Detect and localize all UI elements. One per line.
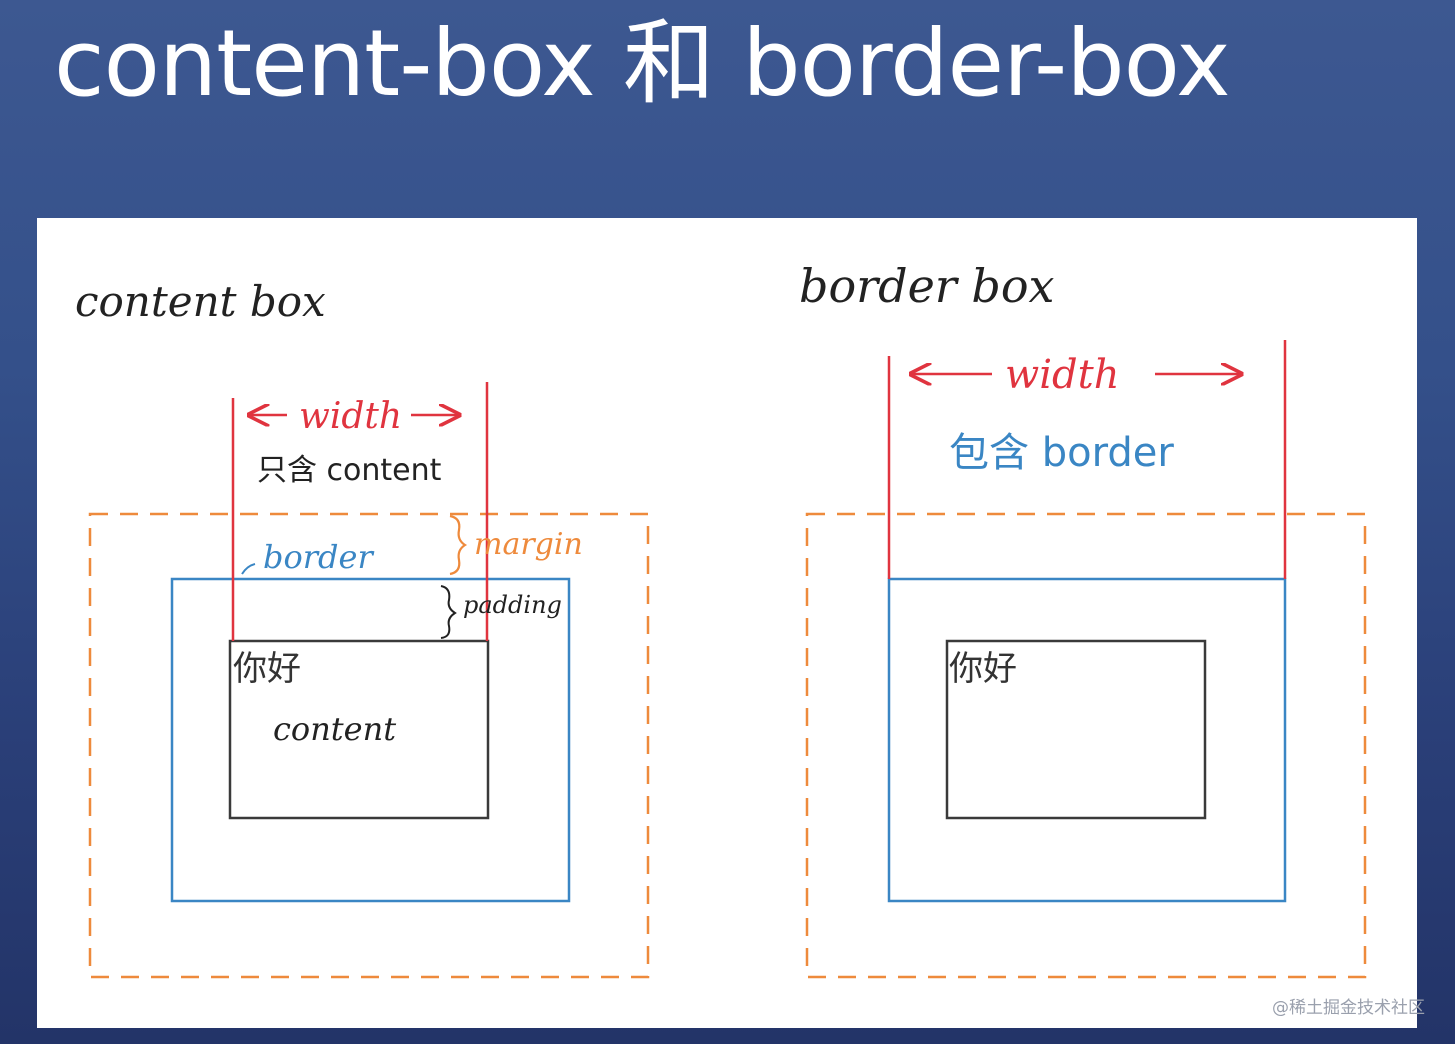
border-box-border-area — [887, 577, 1287, 903]
border-box-margin-area — [805, 512, 1367, 979]
border-box-width-note: 包含 border — [949, 430, 1174, 476]
content-box-border-area — [170, 577, 571, 903]
padding-brace — [440, 585, 457, 639]
content-box-content-label: content — [273, 710, 396, 748]
border-box-content-text: 你好 — [949, 649, 1017, 689]
content-box-width-label: width — [299, 396, 402, 437]
box-model-diagram: content box width 只含 content border marg… — [75, 259, 1367, 979]
border-box-diagram: border box width 包含 border 你好 — [799, 259, 1367, 979]
border-label-tick — [241, 563, 256, 575]
content-box-content-text: 你好 — [233, 649, 301, 689]
slide-title: content-box 和 border-box — [54, 10, 1231, 117]
content-box-margin-label: margin — [474, 527, 583, 562]
content-box-border-label: border — [263, 538, 374, 576]
diagram-panel: content box width 只含 content border marg… — [37, 218, 1417, 1028]
border-box-heading: border box — [799, 259, 1055, 313]
content-box-diagram: content box width 只含 content border marg… — [75, 277, 650, 979]
watermark: @稀土掘金技术社区 — [1272, 998, 1425, 1018]
content-box-heading: content box — [75, 277, 326, 326]
content-box-margin-area — [88, 512, 650, 979]
content-box-content-area — [228, 639, 490, 820]
content-box-padding-label: padding — [463, 591, 562, 619]
margin-brace — [449, 514, 468, 576]
border-box-width-label: width — [1005, 352, 1119, 398]
content-box-width-note: 只含 content — [257, 453, 442, 488]
border-box-content-area — [945, 639, 1207, 820]
